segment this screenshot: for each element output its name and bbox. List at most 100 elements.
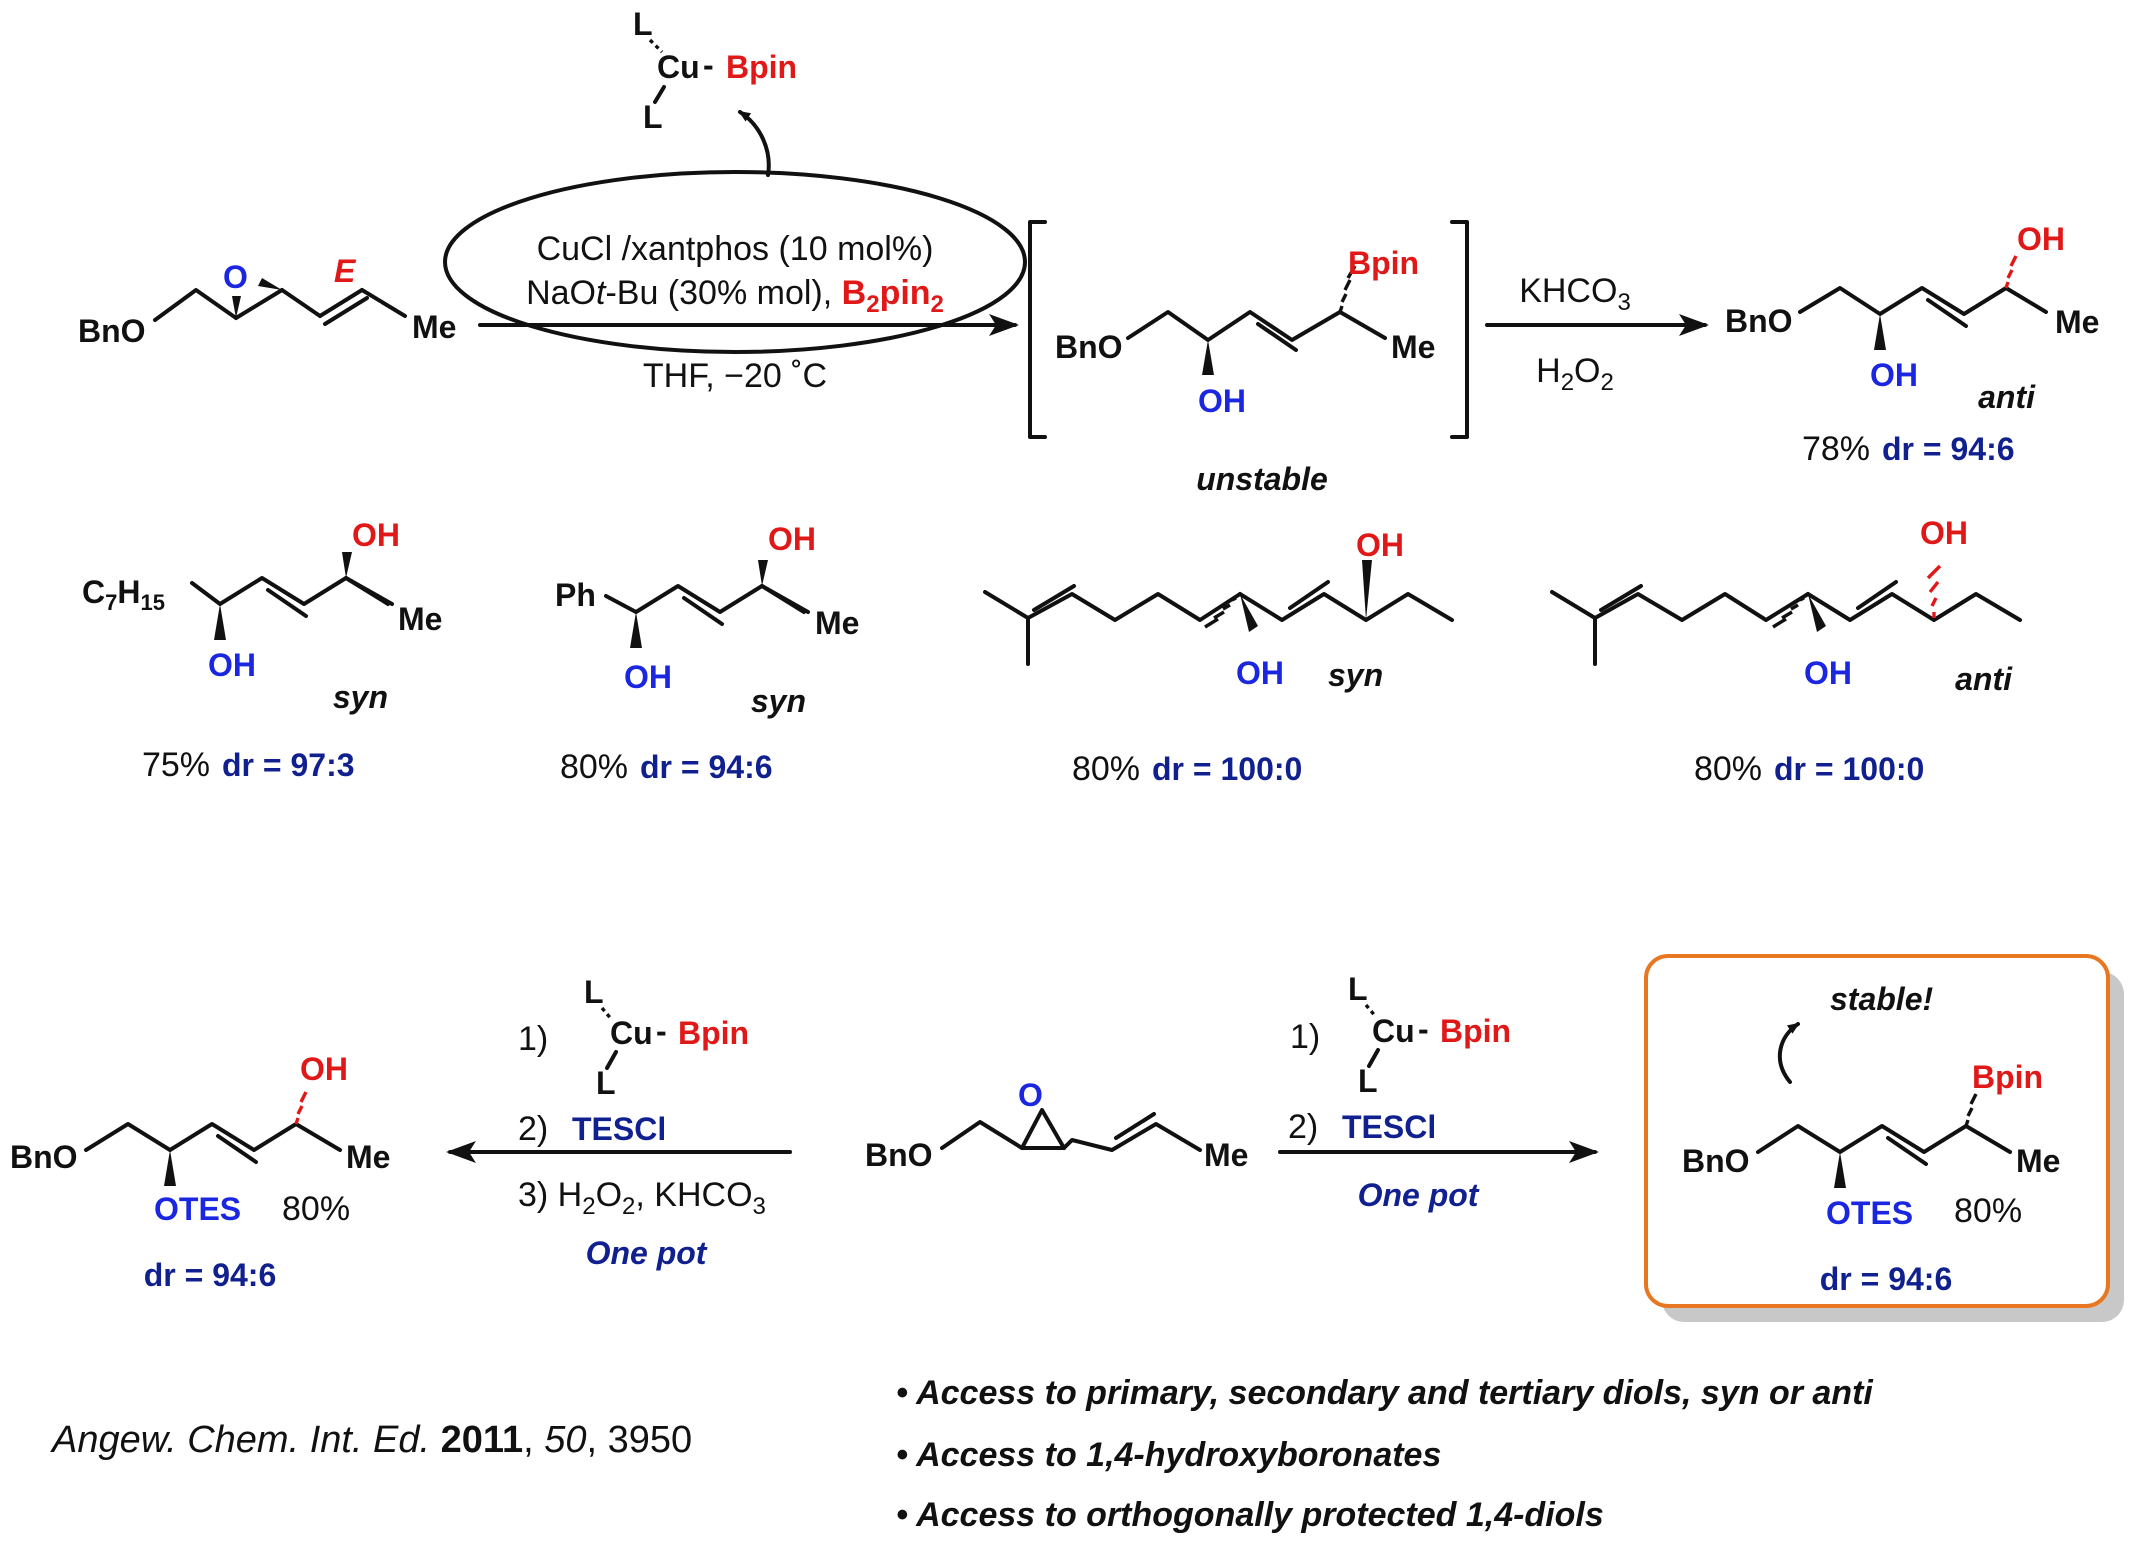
example-2: Ph OH OH Me syn 80% dr = 94:6 [555,521,859,786]
ligand-label: L [596,1065,616,1101]
example-4: OH OH anti 80% dr = 100:0 [1550,515,2022,788]
conditions-right: 1) L Cu - Bpin L 2) TESCl One pot [1278,971,1599,1213]
ligand-label: L [1348,971,1368,1007]
bpin-label: Bpin [726,49,797,85]
dr-label: dr = 100:0 [1774,751,1924,787]
one-pot-label: One pot [586,1235,708,1271]
otes-label: OTES [154,1191,241,1227]
stereo-label: anti [1955,661,2013,697]
bullet-item: • Access to primary, secondary and terti… [896,1374,1874,1412]
yield-label: 80% [282,1190,350,1228]
product-otes-alcohol: BnO OTES OH Me 80% dr = 94:6 [10,1051,390,1293]
bno-label: BnO [78,313,146,349]
hash-bond [1964,1093,1978,1127]
conditions-ellipse [443,170,1027,354]
curved-arrow [738,110,771,177]
yield-label: 78% [1802,430,1870,468]
hash-bond [294,1091,308,1125]
dr-label: dr = 100:0 [1152,751,1302,787]
conditions-line2: NaOt-Bu (30% mol), B2pin2 [526,274,944,318]
product-anti-diol: BnO OH OH Me anti 78% dr = 94:6 [1725,221,2099,468]
bno-label: BnO [10,1139,78,1175]
tescl-label: TESCl [572,1111,666,1147]
curved-arrow [1778,1022,1800,1084]
bracket-left [1028,220,1047,439]
hydroxyl-label: OH [624,659,672,695]
step-2-label: 2) [1288,1108,1318,1146]
hash-bond [2004,255,2018,289]
hydroxyl-label: OH [1870,357,1918,393]
copper-label: Cu [657,49,700,85]
e-geometry-label: E [334,253,357,289]
bpin-label: Bpin [678,1015,749,1051]
dr-label: dr = 94:6 [1820,1261,1953,1297]
bond-dash: - [703,47,714,83]
hydroxyl-label: OH [1198,383,1246,419]
h2o2-label: H2O2 [1536,352,1614,396]
conditions-top: CuCl /xantphos (10 mol%) NaOt-Bu (30% mo… [443,170,1027,395]
bond-dash: - [656,1013,667,1049]
bno-label: BnO [865,1137,933,1173]
bpin-label: Bpin [1440,1013,1511,1049]
hydroxyl-label: OH [1236,655,1284,691]
example-1: C7H15 OH OH Me syn 75% dr = 97:3 [82,517,442,784]
bno-label: BnO [1055,329,1123,365]
stereo-label: syn [751,683,806,719]
ligand-label: L [643,99,663,135]
substrate-epoxide-bottom: BnO O Me [865,1077,1248,1173]
bpin-label: Bpin [1348,245,1419,281]
dr-label: dr = 97:3 [222,747,355,783]
bullet-item: • Access to orthogonally protected 1,4-d… [896,1496,1604,1534]
stereo-label: syn [333,679,388,715]
conditions-line3: THF, −20 ˚C [643,357,827,395]
dr-label: dr = 94:6 [144,1257,277,1293]
stable-note: stable! [1830,981,1933,1017]
dr-label: dr = 94:6 [640,749,773,785]
khco3-label: KHCO3 [1519,272,1631,316]
conditions-left: 1) L Cu - Bpin L 2) TESCl 3) H2O2, KHCO3… [446,974,792,1271]
methyl-label: Me [398,601,442,637]
citation: Angew. Chem. Int. Ed. 2011, 50, 3950 [50,1419,692,1461]
otes-label: OTES [1826,1195,1913,1231]
hydroxyl-label: OH [1920,515,1968,551]
bullet-item: • Access to 1,4-hydroxyboronates [896,1436,1441,1474]
catalyst-top: L Cu - Bpin L [633,6,797,177]
step-2-label: 2) [518,1110,548,1148]
bno-label: BnO [1682,1143,1750,1179]
intermediate-boronate: BnO OH Bpin Me unstable [1028,220,1469,497]
hydroxyl-label: OH [208,647,256,683]
hash-bond [1204,596,1237,629]
copper-label: Cu [1372,1013,1415,1049]
step-1-label: 1) [518,1020,548,1058]
hydroxyl-label: OH [1356,527,1404,563]
hydroxyl-label: OH [1804,655,1852,691]
methyl-label: Me [2016,1143,2060,1179]
ligand-label: L [1358,1063,1378,1099]
yield-label: 80% [1072,750,1140,788]
yield-label: 80% [560,748,628,786]
yield-label: 80% [1694,750,1762,788]
substrate-epoxide: BnO O E Me [78,253,456,349]
copper-label: Cu [610,1015,653,1051]
dr-label: dr = 94:6 [1882,431,2015,467]
methyl-label: Me [412,309,456,345]
hydroxyl-label: OH [768,521,816,557]
unstable-note: unstable [1196,461,1328,497]
stereo-label: syn [1328,657,1383,693]
hydroxyl-label: OH [352,517,400,553]
bracket-right [1450,220,1469,439]
yield-label: 80% [1954,1192,2022,1230]
one-pot-label: One pot [1358,1177,1480,1213]
methyl-label: Me [2055,304,2099,340]
methyl-label: Me [815,605,859,641]
oxidation-step: KHCO3 H2O2 [1485,272,1709,396]
hash-bond [1772,596,1805,629]
example-3: OH OH syn 80% dr = 100:0 [983,527,1454,788]
ligand-label: L [633,6,653,42]
hash-bond [1926,564,1942,618]
bno-label: BnO [1725,303,1793,339]
methyl-label: Me [346,1139,390,1175]
epoxide-oxygen: O [223,259,248,295]
conditions-line1: CuCl /xantphos (10 mol%) [537,230,934,268]
